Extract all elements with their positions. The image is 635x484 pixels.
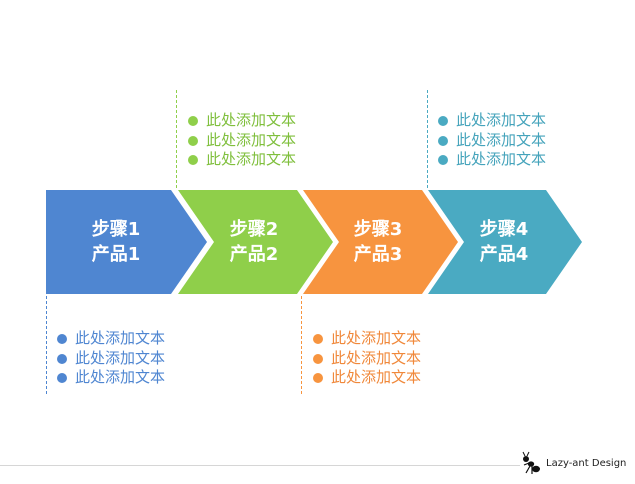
bullet-dot-icon — [188, 155, 198, 165]
connector-line-step-1 — [46, 296, 47, 394]
list-item: 此处添加文本 — [188, 150, 296, 170]
chevron-step-3 — [303, 190, 458, 294]
chevron-step-4 — [428, 190, 582, 294]
step-1-product: 产品1 — [91, 244, 141, 265]
step-3-title: 步骤3 — [353, 219, 403, 240]
step-3-notes: 此处添加文本 此处添加文本 此处添加文本 — [313, 329, 421, 388]
step-1-notes: 此处添加文本 此处添加文本 此处添加文本 — [57, 329, 165, 388]
brand-logo: Lazy-ant Design — [520, 450, 626, 476]
connector-line-step-2 — [176, 90, 177, 188]
connector-line-step-4 — [427, 90, 428, 188]
bullet-dot-icon — [57, 334, 67, 344]
bullet-dot-icon — [438, 155, 448, 165]
step-4-notes: 此处添加文本 此处添加文本 此处添加文本 — [438, 111, 546, 170]
brand-name: Lazy-ant Design — [546, 457, 627, 469]
bullet-dot-icon — [188, 116, 198, 126]
chevron-step-2 — [178, 190, 333, 294]
step-4-label: 步骤4 产品4 — [459, 217, 549, 267]
connector-line-step-3 — [301, 296, 302, 394]
step-4-product: 产品4 — [479, 244, 529, 265]
step-1-title: 步骤1 — [91, 219, 141, 240]
list-item: 此处添加文本 — [188, 111, 296, 131]
step-3-product: 产品3 — [353, 244, 403, 265]
step-2-label: 步骤2 产品2 — [209, 217, 299, 267]
bullet-dot-icon — [438, 135, 448, 146]
list-item: 此处添加文本 — [57, 368, 165, 388]
bullet-dot-icon — [313, 373, 323, 383]
bullet-dot-icon — [313, 334, 323, 344]
list-item: 此处添加文本 — [438, 150, 546, 170]
step-2-notes: 此处添加文本 此处添加文本 此处添加文本 — [188, 111, 296, 170]
bullet-dot-icon — [57, 373, 67, 383]
step-4-title: 步骤4 — [479, 219, 529, 240]
list-item: 此处添加文本 — [188, 131, 296, 151]
list-item: 此处添加文本 — [57, 349, 165, 369]
chevron-step-1 — [46, 190, 207, 294]
bullet-dot-icon — [188, 135, 198, 146]
list-item: 此处添加文本 — [438, 111, 546, 131]
list-item: 此处添加文本 — [57, 329, 165, 349]
step-1-label: 步骤1 产品1 — [71, 217, 161, 267]
list-item: 此处添加文本 — [438, 131, 546, 151]
step-2-title: 步骤2 — [229, 219, 279, 240]
bullet-dot-icon — [438, 116, 448, 126]
bullet-dot-icon — [313, 353, 323, 364]
bullet-dot-icon — [57, 353, 67, 364]
step-2-product: 产品2 — [229, 244, 279, 265]
list-item: 此处添加文本 — [313, 368, 421, 388]
footer-divider — [0, 465, 520, 466]
list-item: 此处添加文本 — [313, 329, 421, 349]
list-item: 此处添加文本 — [313, 349, 421, 369]
step-3-label: 步骤3 产品3 — [333, 217, 423, 267]
ant-icon — [522, 451, 540, 474]
